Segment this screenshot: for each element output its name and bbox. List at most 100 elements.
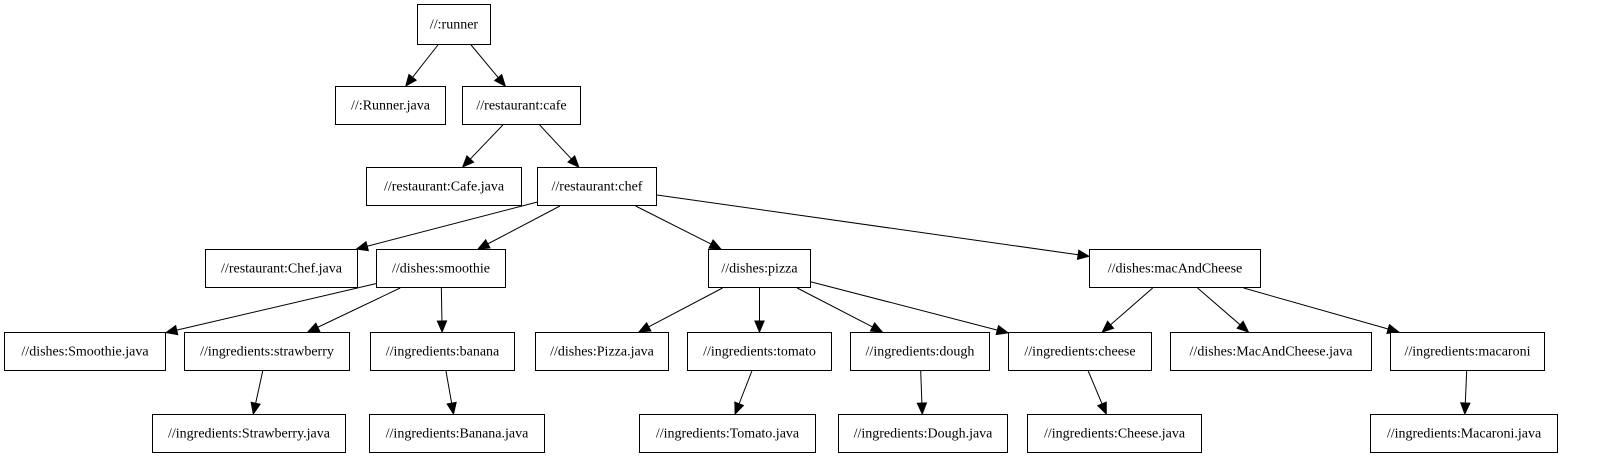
graph-node-runner[interactable]: //:runner [417, 4, 491, 45]
node-box[interactable] [1027, 414, 1202, 453]
node-box[interactable] [687, 332, 832, 371]
arrowhead-icon [436, 320, 448, 334]
node-label: //ingredients:cheese [1024, 345, 1135, 360]
arrowhead-icon [567, 154, 580, 168]
arrowhead-icon [1096, 401, 1107, 416]
graph-node-ing_dough[interactable]: //ingredients:dough [850, 332, 990, 371]
node-label: //dishes:Smoothie.java [21, 345, 149, 360]
edge-restaurant_chef-to-dishes_pizza [635, 205, 723, 250]
edge-ing_macaroni-to-macaroni_java [1459, 370, 1471, 416]
graph-node-dishes_smoothie[interactable]: //dishes:smoothie [376, 249, 506, 288]
node-box[interactable] [639, 414, 816, 453]
edge-dishes_pizza-to-ing_dough [796, 287, 884, 333]
node-label: //:Runner.java [351, 99, 431, 114]
node-box[interactable] [366, 167, 522, 206]
arrowhead-icon [404, 73, 418, 88]
node-box[interactable] [370, 332, 515, 371]
graph-node-chef_java[interactable]: //restaurant:Chef.java [205, 249, 358, 288]
arrowhead-icon [306, 322, 321, 333]
node-box[interactable] [1170, 332, 1372, 371]
graph-node-macaroni_java[interactable]: //ingredients:Macaroni.java [1370, 414, 1558, 453]
node-label: //dishes:pizza [721, 262, 798, 277]
graph-node-restaurant_chef[interactable]: //restaurant:chef [537, 167, 657, 206]
node-box[interactable] [1370, 414, 1558, 453]
graph-node-tomato_java[interactable]: //ingredients:Tomato.java [639, 414, 816, 453]
arrowhead-icon [493, 73, 507, 87]
arrowhead-icon [446, 401, 457, 416]
graph-node-dough_java[interactable]: //ingredients:Dough.java [838, 414, 1008, 453]
graph-node-restaurant_cafe[interactable]: //restaurant:cafe [462, 86, 581, 125]
edge-restaurant_chef-to-dishes_smoothie [476, 205, 561, 250]
edge-dishes_smoothie-to-smoothie_java [164, 283, 377, 336]
node-box[interactable] [537, 167, 657, 206]
node-box[interactable] [462, 86, 581, 125]
node-label: //ingredients:Cheese.java [1044, 427, 1186, 442]
edge-ing_dough-to-dough_java [916, 370, 928, 416]
edge-dishes_macandchz-to-ing_cheese [1101, 287, 1154, 333]
node-label: //ingredients:Strawberry.java [168, 427, 331, 442]
node-box[interactable] [535, 332, 669, 371]
node-box[interactable] [376, 249, 506, 288]
node-box[interactable] [152, 414, 346, 453]
edge-ing_strawberry-to-strawberry_java [250, 370, 264, 416]
edge-restaurant_chef-to-dishes_macandchz [656, 194, 1091, 260]
graph-node-cheese_java[interactable]: //ingredients:Cheese.java [1027, 414, 1202, 453]
arrowhead-icon [476, 238, 491, 250]
node-label: //ingredients:Dough.java [854, 427, 994, 442]
node-box[interactable] [4, 332, 166, 371]
edge-dishes_macandchz-to-macandchz_java [1197, 287, 1250, 333]
node-label: //restaurant:cafe [476, 99, 566, 114]
node-box[interactable] [184, 332, 350, 371]
graph-node-ing_cheese[interactable]: //ingredients:cheese [1008, 332, 1152, 371]
node-label: //restaurant:Cafe.java [384, 180, 505, 195]
arrowhead-icon [1459, 402, 1471, 416]
graph-node-runner_java[interactable]: //:Runner.java [335, 86, 446, 125]
graph-node-strawberry_java[interactable]: //ingredients:Strawberry.java [152, 414, 346, 453]
graph-node-dishes_pizza[interactable]: //dishes:pizza [708, 249, 811, 288]
graph-node-ing_tomato[interactable]: //ingredients:tomato [687, 332, 832, 371]
node-label: //ingredients:Tomato.java [656, 427, 800, 442]
node-box[interactable] [417, 4, 491, 45]
edge-ing_banana-to-banana_java [445, 370, 457, 416]
edge-dishes_pizza-to-ing_tomato [754, 288, 765, 334]
edge-ing_cheese-to-cheese_java [1087, 370, 1107, 416]
arrowhead-icon [869, 321, 884, 333]
node-label: //ingredients:Banana.java [386, 427, 529, 442]
node-box[interactable] [850, 332, 990, 371]
arrowhead-icon [1101, 320, 1115, 333]
graph-node-cafe_java[interactable]: //restaurant:Cafe.java [366, 167, 522, 206]
node-label: //ingredients:banana [386, 345, 500, 360]
edge-dishes_pizza-to-ing_cheese [810, 281, 1010, 336]
arrowhead-icon [995, 324, 1010, 336]
graph-node-smoothie_java[interactable]: //dishes:Smoothie.java [4, 332, 166, 371]
node-layer: //:runner //:Runner.java //restaurant:cafe… [4, 4, 1558, 453]
arrowhead-icon [734, 401, 745, 416]
node-box[interactable] [369, 414, 545, 453]
node-box[interactable] [1390, 332, 1545, 371]
node-box[interactable] [205, 249, 358, 288]
edge-layer [164, 44, 1471, 416]
graph-node-ing_banana[interactable]: //ingredients:banana [370, 332, 515, 371]
arrowhead-icon [461, 154, 475, 168]
arrowhead-icon [355, 240, 370, 252]
node-box[interactable] [1008, 332, 1152, 371]
node-box[interactable] [708, 249, 811, 288]
graph-node-dishes_macandchz[interactable]: //dishes:macAndCheese [1089, 249, 1261, 288]
node-label: //restaurant:Chef.java [221, 262, 343, 277]
arrowhead-icon [1076, 249, 1091, 260]
node-label: //restaurant:chef [552, 180, 643, 195]
node-box[interactable] [838, 414, 1008, 453]
graph-node-ing_strawberry[interactable]: //ingredients:strawberry [184, 332, 350, 371]
node-label: //dishes:MacAndCheese.java [1190, 345, 1354, 360]
graph-node-ing_macaroni[interactable]: //ingredients:macaroni [1390, 332, 1545, 371]
graph-node-macandchz_java[interactable]: //dishes:MacAndCheese.java [1170, 332, 1372, 371]
edge-ing_tomato-to-tomato_java [734, 370, 753, 416]
node-box[interactable] [335, 86, 446, 125]
arrowhead-icon [708, 239, 723, 250]
node-box[interactable] [1089, 249, 1261, 288]
arrowhead-icon [637, 321, 652, 333]
graph-node-banana_java[interactable]: //ingredients:Banana.java [369, 414, 545, 453]
graph-node-pizza_java[interactable]: //dishes:Pizza.java [535, 332, 669, 371]
